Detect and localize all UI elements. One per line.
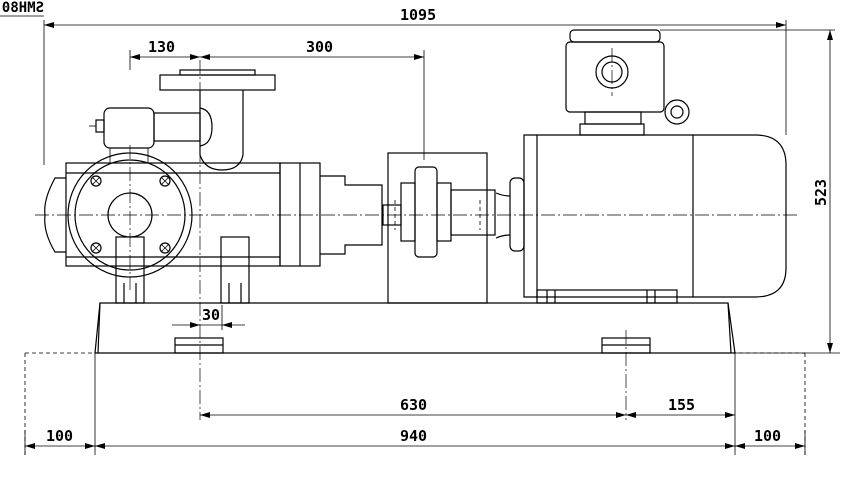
dim-bolt-edge: 155 (668, 396, 695, 414)
center-lines (35, 48, 800, 420)
pump-body (44, 152, 383, 304)
dim-overall-length: 1095 (400, 6, 436, 24)
dim-left-margin: 100 (46, 427, 73, 445)
electric-motor (495, 29, 787, 304)
dim-right-margin: 100 (754, 427, 781, 445)
outlet-flange (159, 69, 276, 171)
extension-lines (24, 20, 840, 455)
dim-inlet-offset: 130 (148, 38, 175, 56)
dim-bolt-spacing: 630 (400, 396, 427, 414)
base-frame (94, 302, 736, 354)
flange-bolts (90, 175, 171, 254)
dim-base-length: 940 (400, 427, 427, 445)
relief-valve (89, 107, 213, 163)
coupling-guard (382, 152, 496, 304)
dimension-lines (25, 22, 833, 449)
dim-foot-offset: 30 (202, 306, 220, 324)
svg-text:SMH80: SMH80 (2, 0, 44, 16)
dim-outlet-offset: 300 (306, 38, 333, 56)
dim-overall-height: 523 (812, 179, 830, 206)
model-label: SMH80 (2, 0, 44, 16)
